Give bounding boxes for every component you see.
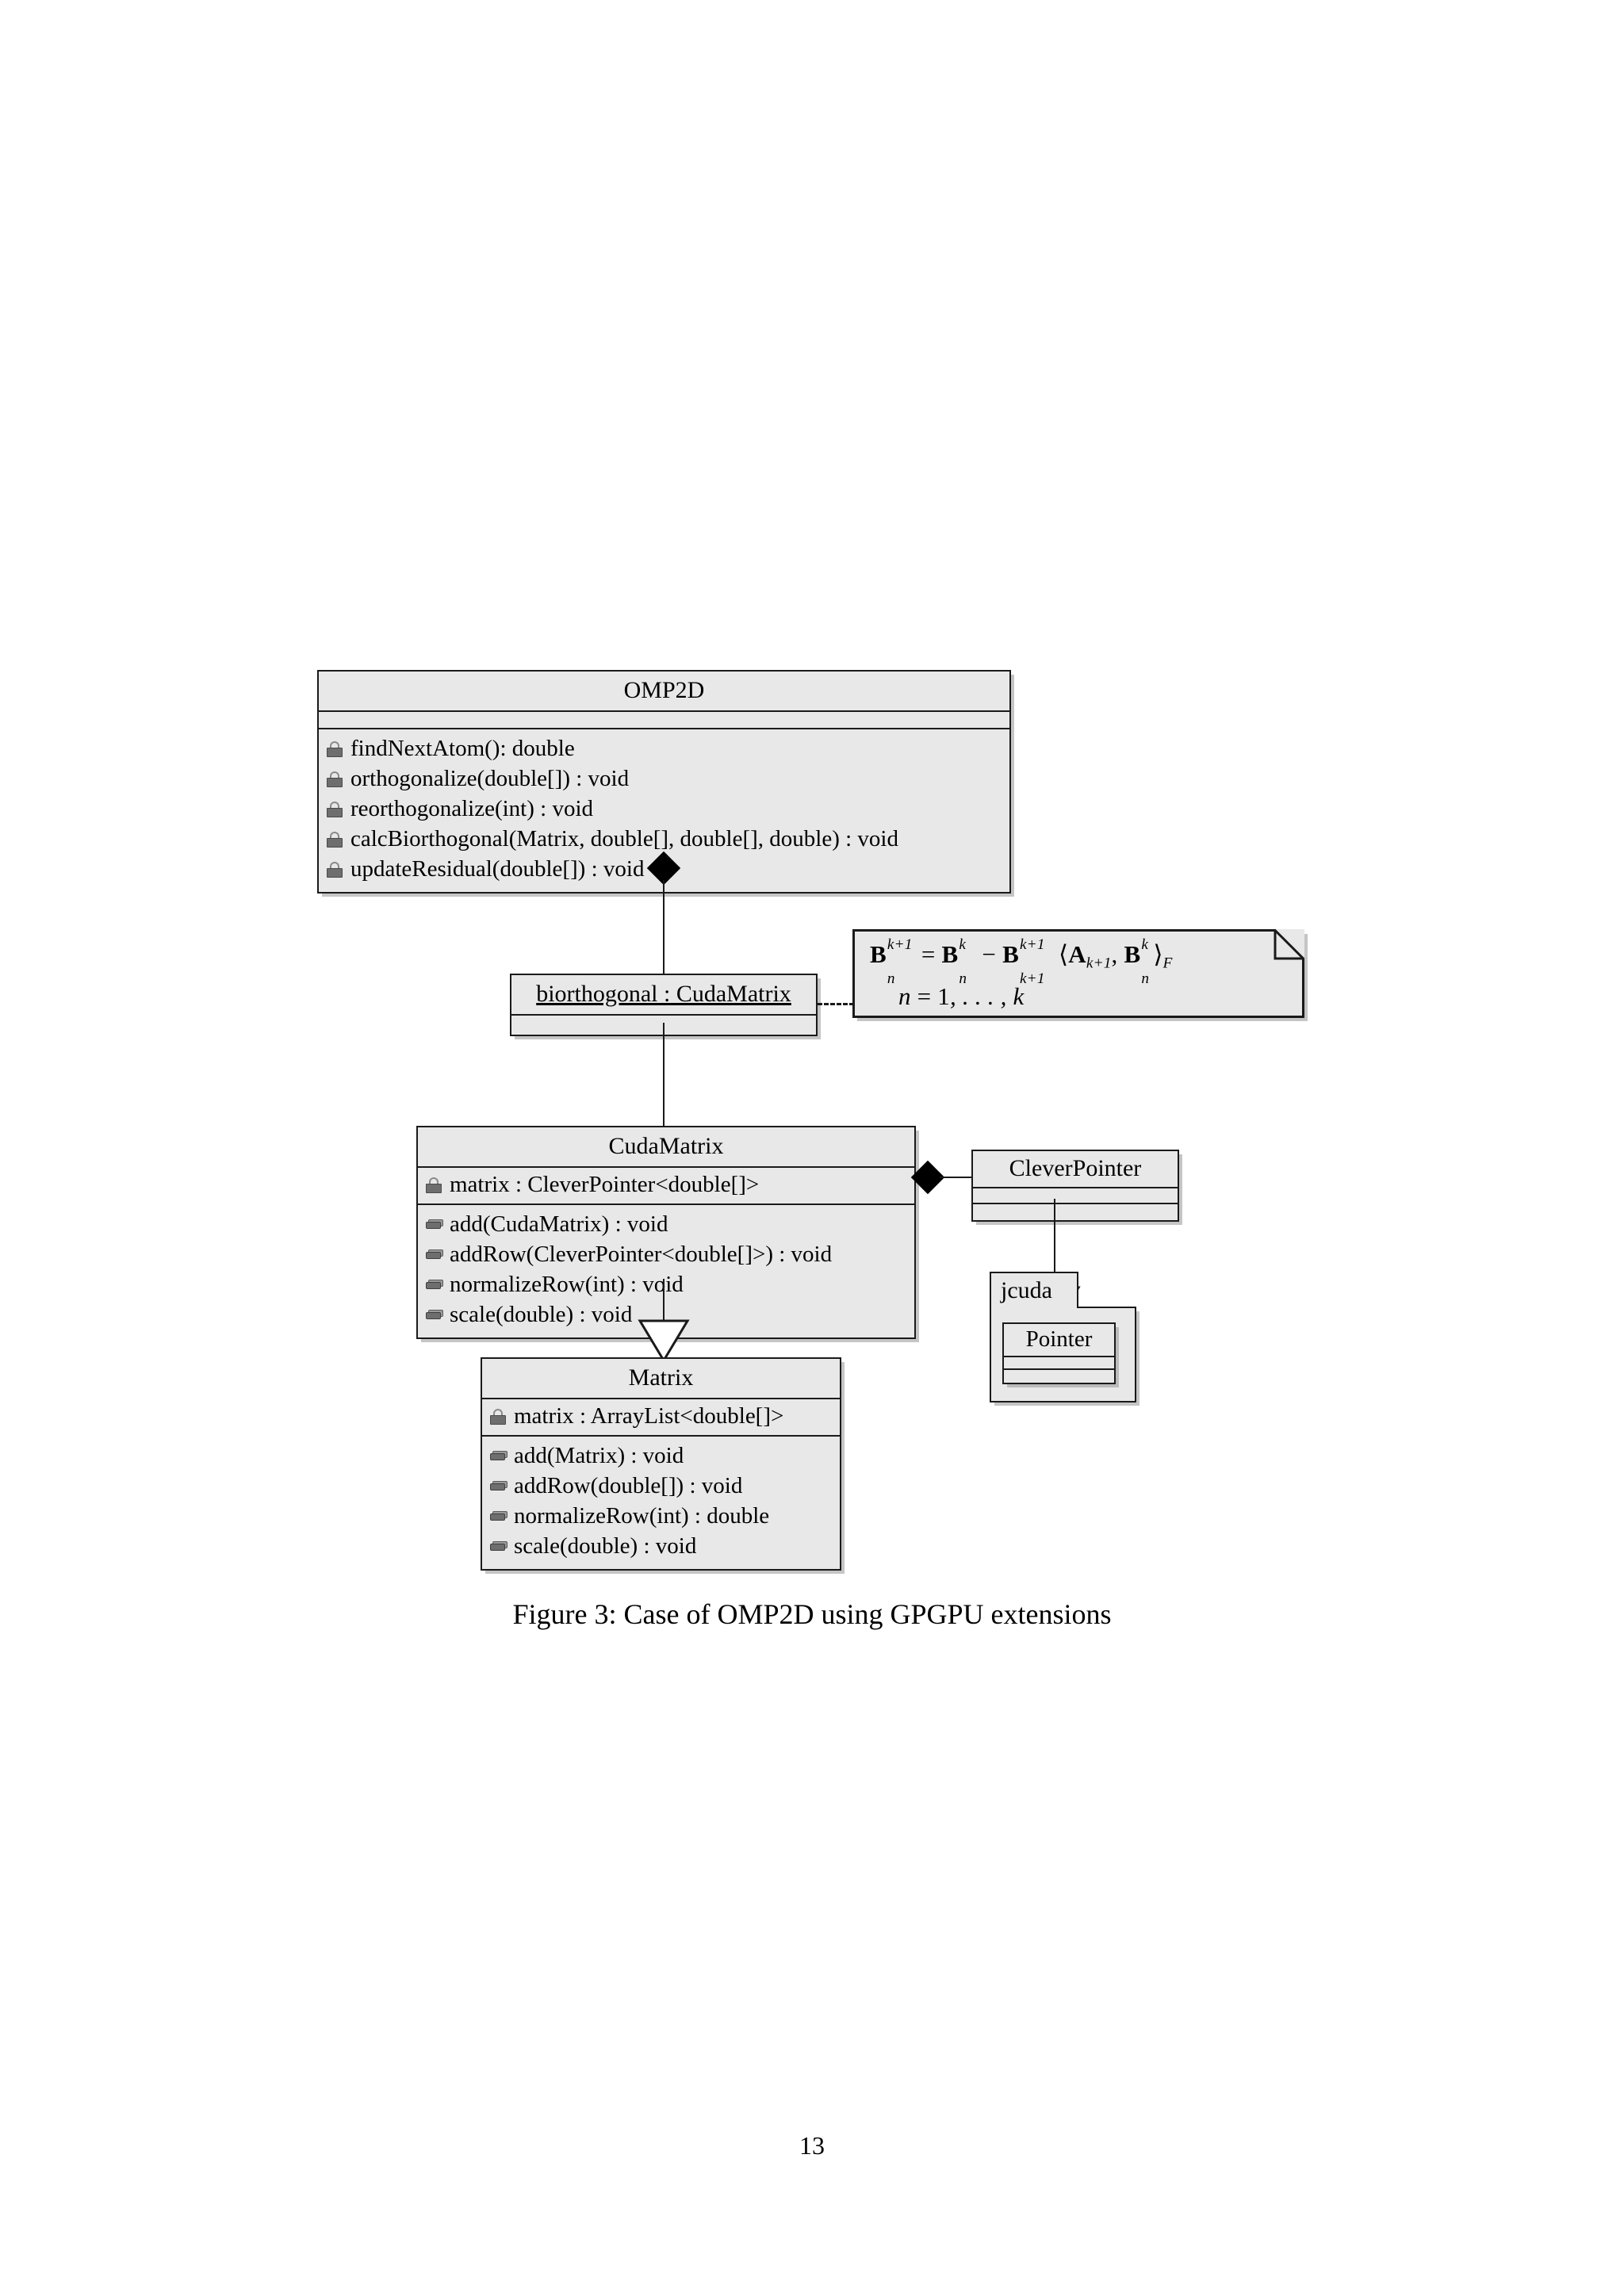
method-row: updateResidual(double[]) : void <box>327 855 1005 885</box>
connector-omp2d-biorthogonal <box>663 880 665 975</box>
object-label-biorthogonal: biorthogonal : CudaMatrix <box>511 975 816 1016</box>
class-box-cleverpointer[interactable]: CleverPointer <box>971 1150 1179 1222</box>
method-signature: findNextAtom(): double <box>350 736 575 761</box>
connector-cudamatrix-cleverpointer <box>940 1177 973 1178</box>
method-row: addRow(double[]) : void <box>490 1471 835 1502</box>
methods-compartment-omp2d: findNextAtom(): double orthogonalize(dou… <box>319 729 1009 892</box>
method-row: reorthogonalize(int) : void <box>327 794 1005 825</box>
private-lock-icon <box>327 740 343 757</box>
public-method-icon <box>490 1479 508 1494</box>
method-signature: normalizeRow(int) : double <box>514 1503 770 1529</box>
method-signature: orthogonalize(double[]) : void <box>350 766 630 791</box>
method-row: orthogonalize(double[]) : void <box>327 764 1005 794</box>
class-name-pointer: Pointer <box>1004 1324 1114 1357</box>
connector-cudamatrix-matrix <box>663 1279 665 1352</box>
class-name-omp2d: OMP2D <box>319 672 1009 712</box>
attributes-compartment-matrix: matrix : ArrayList<double[]> <box>482 1399 840 1437</box>
methods-compartment-pointer <box>1004 1370 1114 1383</box>
package-tab-label: jcuda <box>990 1272 1078 1308</box>
private-lock-icon <box>327 861 343 878</box>
method-signature: add(CudaMatrix) : void <box>450 1211 668 1237</box>
method-row: calcBiorthogonal(Matrix, double[], doubl… <box>327 825 1005 855</box>
methods-compartment-cleverpointer <box>973 1204 1178 1220</box>
method-row: scale(double) : void <box>490 1532 835 1562</box>
class-name-cleverpointer: CleverPointer <box>973 1151 1178 1188</box>
object-label-text: biorthogonal : CudaMatrix <box>536 981 791 1007</box>
public-method-icon <box>490 1539 508 1555</box>
class-box-matrix[interactable]: Matrix matrix : ArrayList<double[]> add(… <box>481 1357 841 1571</box>
private-lock-icon <box>327 771 343 787</box>
attributes-compartment-cleverpointer <box>973 1188 1178 1204</box>
note-anchor-dashed-line <box>818 1003 854 1005</box>
method-row: scale(double) : void <box>426 1300 910 1330</box>
method-row: normalizeRow(int) : double <box>490 1502 835 1532</box>
attribute-signature: matrix : CleverPointer<double[]> <box>450 1172 760 1197</box>
connector-cleverpointer-pointer <box>1054 1199 1055 1318</box>
method-row: addRow(CleverPointer<double[]>) : void <box>426 1240 910 1270</box>
public-method-icon <box>490 1448 508 1464</box>
method-signature: scale(double) : void <box>450 1302 633 1327</box>
method-row: normalizeRow(int) : void <box>426 1270 910 1300</box>
private-lock-icon <box>490 1408 506 1425</box>
public-method-icon <box>426 1307 443 1323</box>
method-signature: calcBiorthogonal(Matrix, double[], doubl… <box>350 826 898 851</box>
method-signature: reorthogonalize(int) : void <box>350 796 594 821</box>
attribute-signature: matrix : ArrayList<double[]> <box>514 1403 784 1429</box>
method-signature: normalizeRow(int) : void <box>450 1272 684 1297</box>
class-name-matrix: Matrix <box>482 1359 840 1399</box>
generalization-arrow-matrix <box>638 1319 690 1362</box>
method-row: add(Matrix) : void <box>490 1441 835 1471</box>
public-method-icon <box>426 1277 443 1293</box>
attributes-compartment-cudamatrix: matrix : CleverPointer<double[]> <box>418 1168 914 1205</box>
private-lock-icon <box>426 1177 442 1193</box>
method-row: add(CudaMatrix) : void <box>426 1210 910 1240</box>
attribute-row: matrix : CleverPointer<double[]> <box>426 1170 910 1200</box>
connector-biorthogonal-cudamatrix <box>663 1023 665 1127</box>
methods-compartment-cudamatrix: add(CudaMatrix) : void addRow(CleverPoin… <box>418 1205 914 1337</box>
public-method-icon <box>490 1509 508 1525</box>
method-signature: addRow(CleverPointer<double[]>) : void <box>450 1242 833 1267</box>
public-method-icon <box>426 1247 443 1263</box>
method-signature: addRow(double[]) : void <box>514 1473 743 1498</box>
attributes-compartment-omp2d <box>319 712 1009 729</box>
attribute-row: matrix : ArrayList<double[]> <box>490 1402 835 1432</box>
public-method-icon <box>426 1217 443 1233</box>
private-lock-icon <box>327 831 343 848</box>
attributes-compartment-pointer <box>1004 1357 1114 1370</box>
formula-line-2: n = 1, . . . , k <box>898 982 1025 1010</box>
page-number: 13 <box>799 2131 825 2160</box>
private-lock-icon <box>327 801 343 817</box>
method-row: findNextAtom(): double <box>327 734 1005 764</box>
figure-caption: Figure 3: Case of OMP2D using GPGPU exte… <box>512 1598 1112 1630</box>
class-box-cudamatrix[interactable]: CudaMatrix matrix : CleverPointer<double… <box>416 1126 916 1339</box>
class-name-cudamatrix: CudaMatrix <box>418 1127 914 1168</box>
method-signature: updateResidual(double[]) : void <box>350 856 645 882</box>
note-shape <box>852 929 1304 1018</box>
class-box-pointer[interactable]: Pointer <box>1002 1322 1116 1384</box>
method-signature: scale(double) : void <box>514 1533 697 1559</box>
method-signature: add(Matrix) : void <box>514 1443 684 1468</box>
methods-compartment-matrix: add(Matrix) : void addRow(double[]) : vo… <box>482 1437 840 1569</box>
